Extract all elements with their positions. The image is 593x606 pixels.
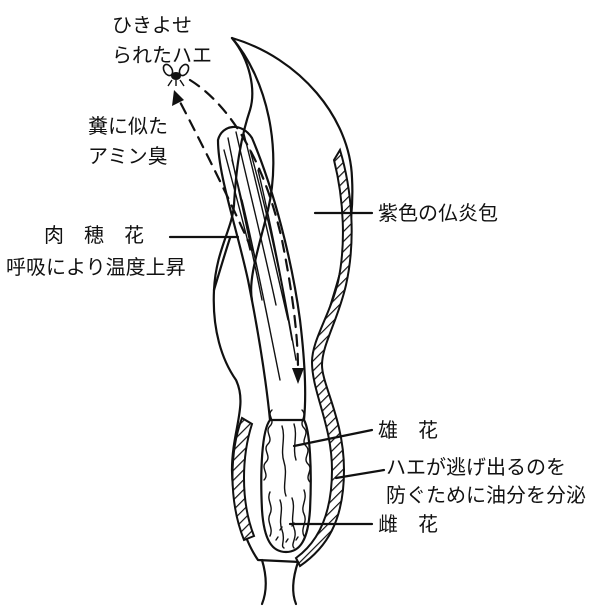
label-female-flowers: 雌 花 [378, 512, 438, 536]
fly-path-out-arrowhead [172, 90, 184, 106]
label-oil-note-line2: 防ぐために油分を分泌 [386, 483, 586, 507]
label-oil-note-line1: ハエが逃げ出るのを [386, 455, 566, 479]
spadix-outline [218, 127, 305, 420]
male-flower-cluster [264, 410, 310, 496]
label-spadix-note: 呼吸により温度上昇 [6, 255, 186, 279]
label-spathe: 紫色の仏炎包 [378, 201, 498, 225]
flower-stem [262, 560, 266, 604]
label-male-flowers: 雄 花 [378, 418, 438, 442]
fly-path-in-arrowhead [292, 368, 304, 384]
label-attracted-fly-line1: ひきよせ [112, 13, 192, 37]
label-attracted-fly-line2: られたハエ [112, 43, 212, 67]
flower-stem-right [293, 562, 298, 604]
label-spadix: 肉 穂 花 [44, 223, 144, 247]
label-odor-line1: 糞に似た [88, 114, 168, 138]
fly-path-out [178, 98, 252, 250]
chamber-wall-left-hatched [233, 418, 255, 540]
label-odor-line2: アミン臭 [88, 144, 168, 168]
